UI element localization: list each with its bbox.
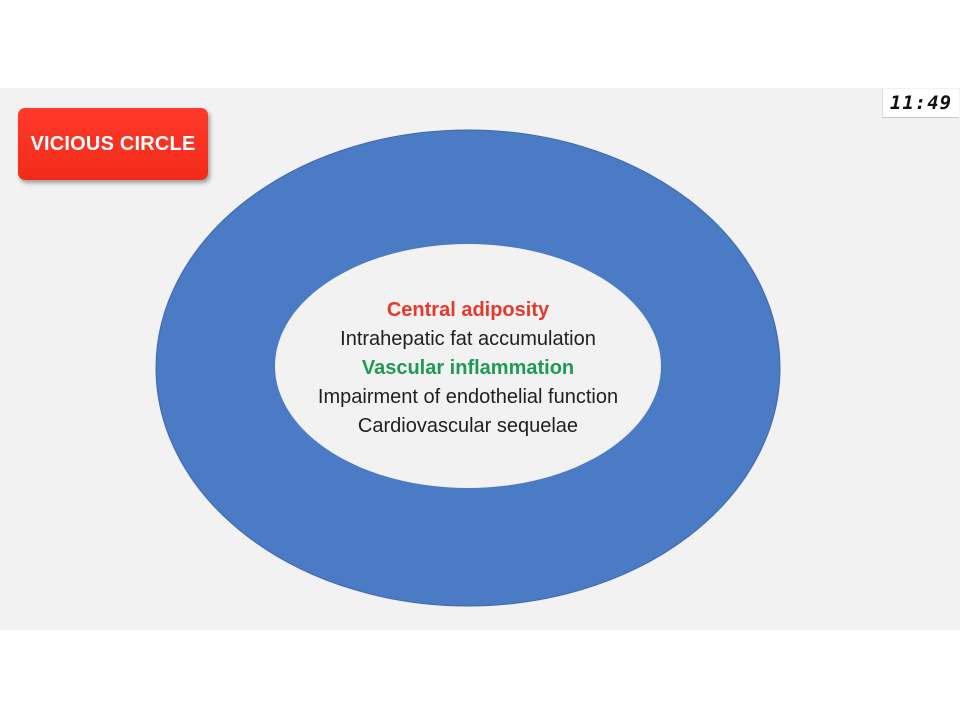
inner-ellipse <box>275 244 661 488</box>
circle-items: Central adiposity Intrahepatic fat accum… <box>278 296 658 441</box>
clock-display: 11:49 <box>882 89 959 118</box>
item-cardiovascular-sequelae: Cardiovascular sequelae <box>357 415 579 437</box>
item-vascular-inflammation: Vascular inflammation <box>361 357 575 379</box>
item-central-adiposity: Central adiposity <box>386 299 550 321</box>
title-badge: VICIOUS CIRCLE <box>18 108 208 180</box>
item-intrahepatic-fat: Intrahepatic fat accumulation <box>340 328 596 350</box>
item-endothelial-impairment: Impairment of endothelial function <box>317 386 619 408</box>
